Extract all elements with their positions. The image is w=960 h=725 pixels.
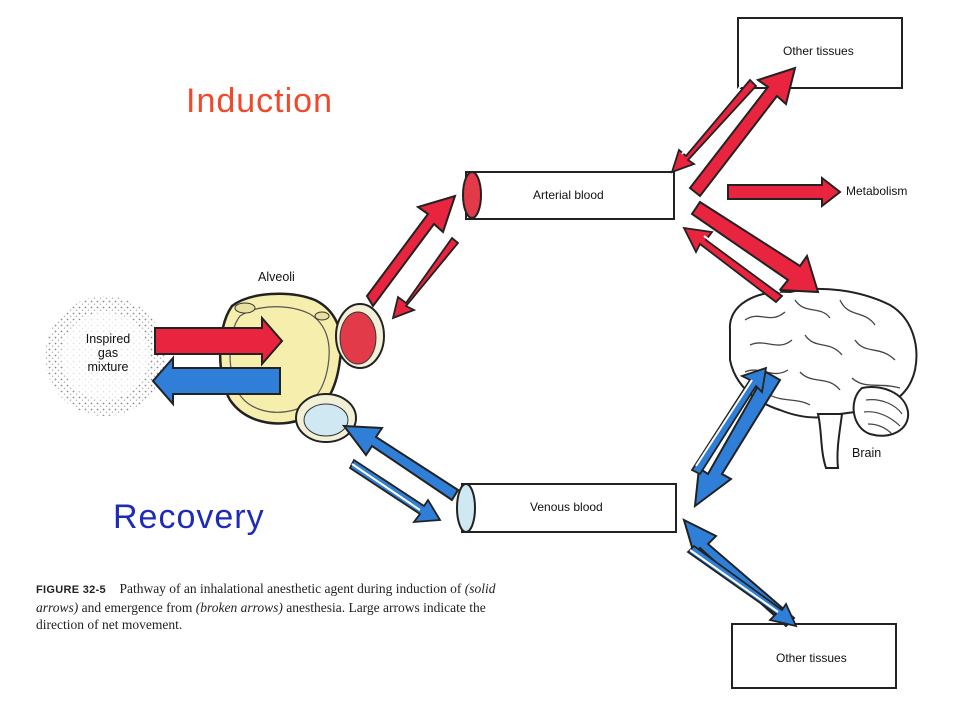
venous-blood-label: Venous blood xyxy=(530,500,603,514)
to-brain-red-arrow xyxy=(690,200,820,294)
arterial-blood-label: Arterial blood xyxy=(533,188,604,202)
alveoli-label: Alveoli xyxy=(258,270,295,284)
venous-blood-vessel xyxy=(456,483,677,533)
inspired-gas-label: Inspired gas mixture xyxy=(68,332,148,374)
caption-broken: (broken arrows) xyxy=(195,600,283,615)
other-tissues-bottom-label: Other tissues xyxy=(776,651,847,665)
to-top-tissues-red-arrow xyxy=(688,66,797,198)
from-top-tissues-broken-arrow xyxy=(670,78,758,174)
venous-to-alveoli-blue-arrow xyxy=(341,424,460,502)
arterial-uptake-red-arrow xyxy=(365,194,457,308)
expired-blue-arrow xyxy=(151,355,281,407)
figure-number: FIGURE 32-5 xyxy=(36,584,106,596)
inspired-red-arrow xyxy=(154,315,284,367)
inspired-gas-line-3: mixture xyxy=(87,360,129,374)
figure-caption: FIGURE 32-5 Pathway of an inhalational a… xyxy=(36,580,496,633)
inspired-gas-line-1: Inspired xyxy=(85,332,131,346)
venous-to-brain-broken-arrow xyxy=(690,366,768,476)
arterial-blood-vessel xyxy=(462,171,675,220)
other-tissues-top-label: Other tissues xyxy=(783,44,854,58)
metabolism-red-arrow xyxy=(727,175,842,209)
venous-to-bottom-tissues-broken-arrow xyxy=(686,544,798,628)
caption-text-3: anesthesia. Large arrows indicate the di… xyxy=(36,600,486,632)
arterial-return-broken-arrow xyxy=(391,236,460,320)
arterial-capillary-cell xyxy=(335,303,385,369)
alveoli-to-venous-broken-arrow xyxy=(348,458,442,524)
caption-text-2: and emergence from xyxy=(78,600,196,615)
other-tissues-bottom-box xyxy=(731,623,897,689)
induction-title: Induction xyxy=(186,82,333,120)
from-brain-broken-arrow xyxy=(682,226,784,304)
inspired-gas-line-2: gas xyxy=(97,346,119,360)
recovery-title: Recovery xyxy=(113,498,265,536)
brain-label: Brain xyxy=(852,446,882,460)
inspired-gas-sphere xyxy=(45,296,165,416)
caption-solid: (solid arrows) xyxy=(36,581,496,615)
venous-capillary-cell xyxy=(295,393,357,443)
metabolism-label: Metabolism xyxy=(846,184,908,198)
brain-to-venous-blue-arrow xyxy=(693,370,782,509)
other-tissues-top-box xyxy=(737,17,903,89)
caption-text-1: Pathway of an inhalational anesthetic ag… xyxy=(119,581,465,596)
